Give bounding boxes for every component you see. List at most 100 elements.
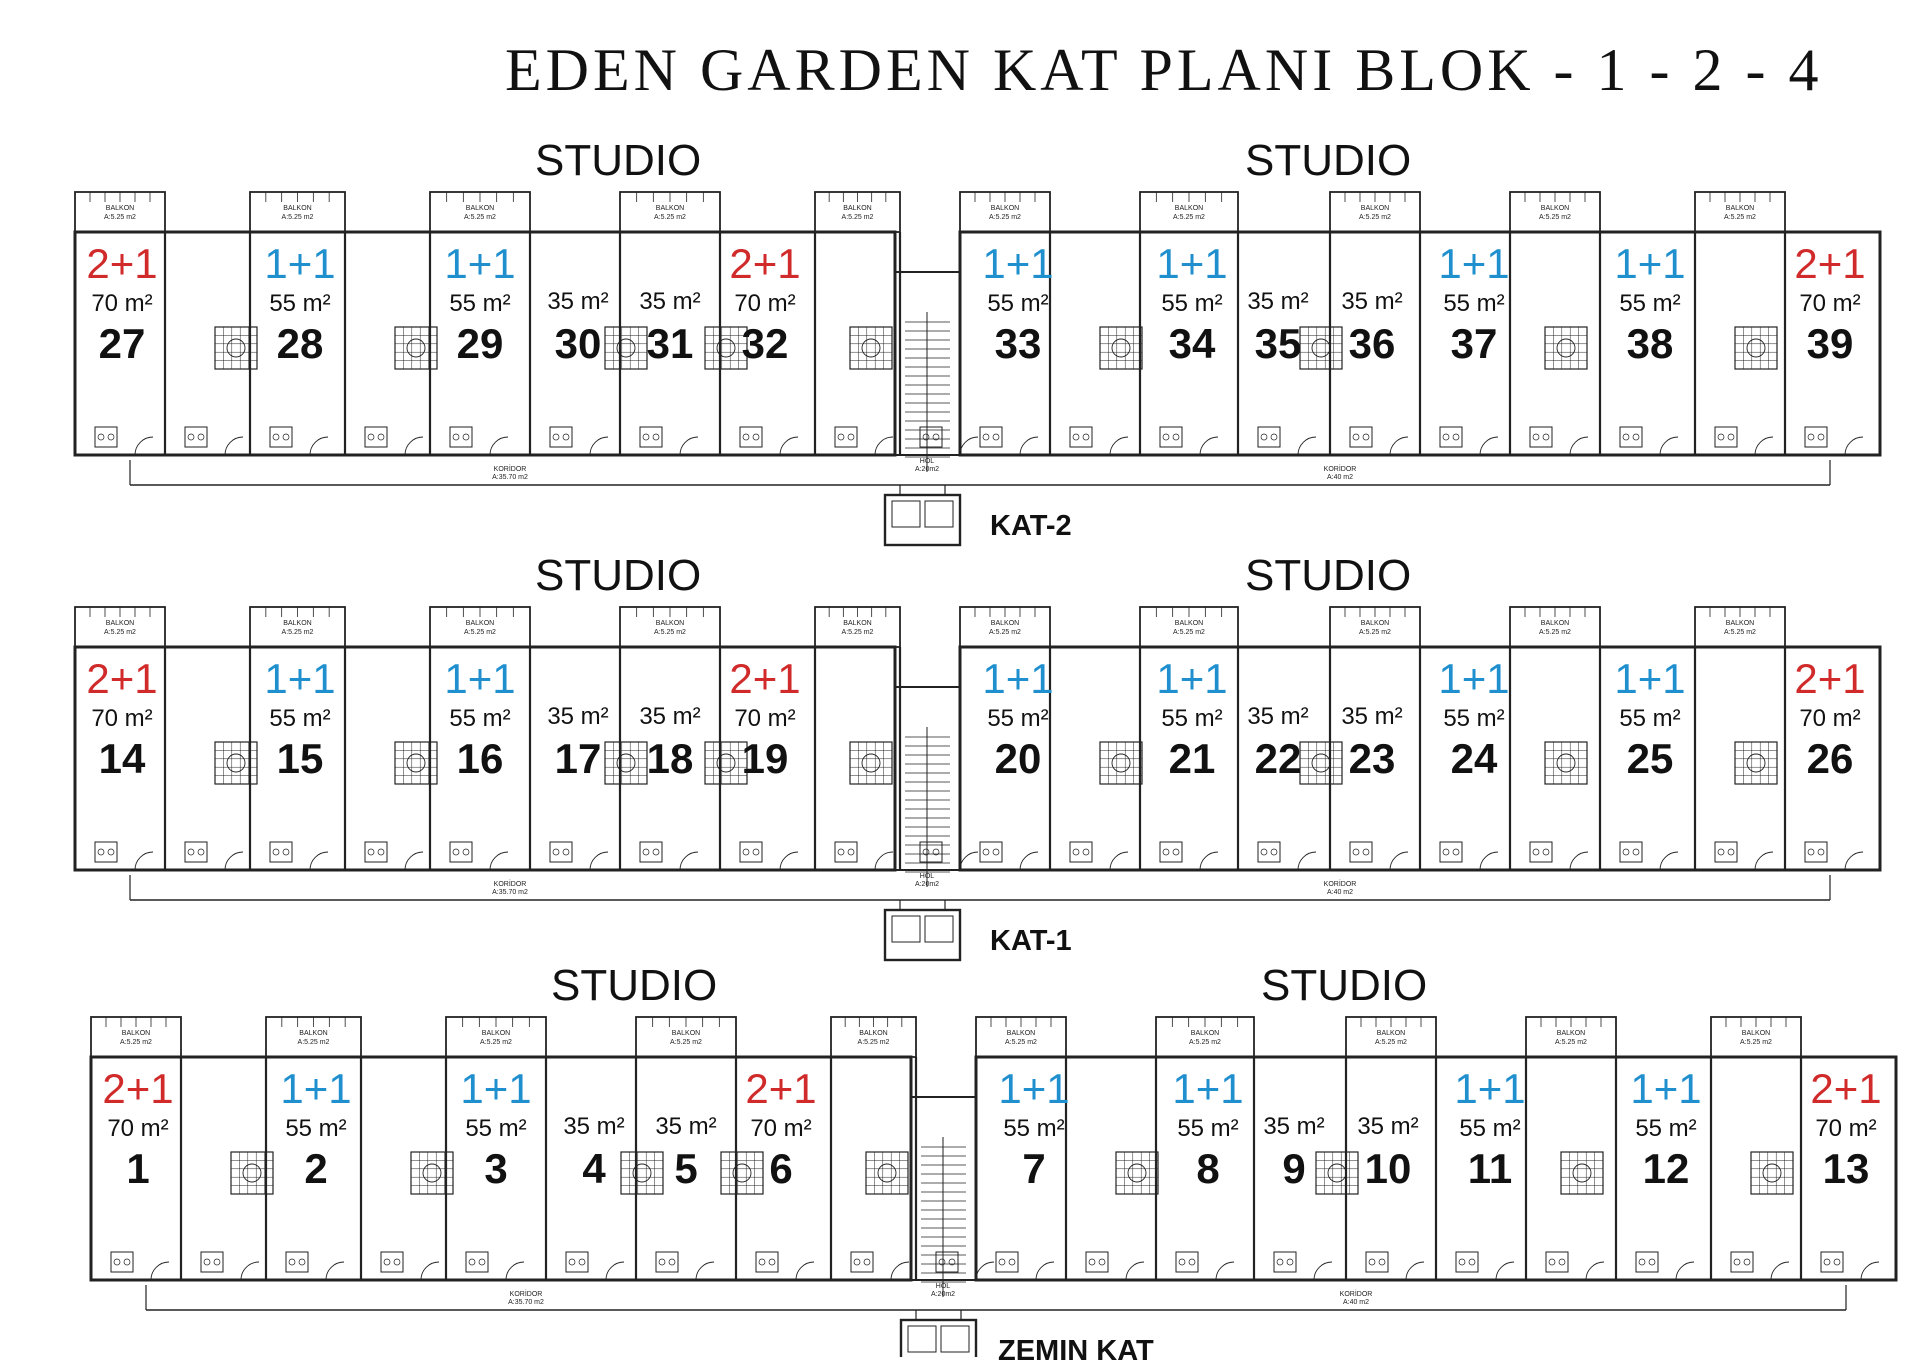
unit-type-label: 1+1 xyxy=(982,240,1054,287)
unit-number-label: 13 xyxy=(1822,1145,1870,1192)
balcony-area-label: A:5.25 m2 xyxy=(1359,629,1391,636)
balcony-area-label: A:5.25 m2 xyxy=(464,629,496,636)
corridor-label: KORİDOR xyxy=(1340,1289,1373,1298)
balcony-label: BALKON xyxy=(991,620,1019,627)
unit-type-label: 1+1 xyxy=(1156,240,1228,287)
hall-label: HOL xyxy=(920,873,935,880)
unit-type-label: 1+1 xyxy=(280,1065,352,1112)
balcony-label: BALKON xyxy=(1541,205,1569,212)
unit-type-label: 1+1 xyxy=(444,655,516,702)
corridor-label: KORİDOR xyxy=(494,464,527,473)
balcony-area-label: A:5.25 m2 xyxy=(1173,629,1205,636)
unit-area-label: 70 m² xyxy=(107,1115,169,1142)
unit-area-label: 70 m² xyxy=(1799,705,1861,732)
corridor-label: KORİDOR xyxy=(510,1289,543,1298)
corridor-area-label: A:40 m2 xyxy=(1327,889,1353,896)
balcony-area-label: A:5.25 m2 xyxy=(989,629,1021,636)
balcony-area-label: A:5.25 m2 xyxy=(104,629,136,636)
studio-heading: STUDIO xyxy=(1261,961,1428,1010)
balcony-area-label: A:5.25 m2 xyxy=(1724,214,1756,221)
balcony-area-label: A:5.25 m2 xyxy=(282,629,314,636)
unit-type-label: 2+1 xyxy=(1810,1065,1882,1112)
unit-type-label: 1+1 xyxy=(1172,1065,1244,1112)
corridor-area-label: A:40 m2 xyxy=(1343,1299,1369,1306)
floor-label: KAT-1 xyxy=(990,925,1072,957)
unit-area-label: 35 m² xyxy=(547,703,609,730)
unit-area-label: 35 m² xyxy=(639,703,701,730)
unit-area-label: 35 m² xyxy=(547,288,609,315)
balcony-label: BALKON xyxy=(1361,205,1389,212)
balcony-label: BALKON xyxy=(1361,620,1389,627)
balcony-area-label: A:5.25 m2 xyxy=(120,1039,152,1046)
hall-area-label: A:20m2 xyxy=(931,1291,955,1298)
unit-type-label: 1+1 xyxy=(264,655,336,702)
page-title: EDEN GARDEN KAT PLANI BLOK - 1 - 2 - 4 xyxy=(505,37,1823,103)
unit-number-label: 9 xyxy=(1282,1145,1306,1192)
unit-number-label: 26 xyxy=(1806,735,1854,782)
studio-heading: STUDIO xyxy=(535,551,702,600)
balcony-area-label: A:5.25 m2 xyxy=(842,214,874,221)
floor-2: STUDIO STUDIO BALKON A:5.25 m2 BALKON A:5.25 … xyxy=(0,0,1920,962)
unit-type-label: 1+1 xyxy=(982,655,1054,702)
unit-number-label: 39 xyxy=(1806,320,1854,367)
unit-number-label: 20 xyxy=(994,735,1042,782)
balcony-area-label: A:5.25 m2 xyxy=(842,629,874,636)
unit-type-label: 2+1 xyxy=(1794,655,1866,702)
balcony-label: BALKON xyxy=(283,620,311,627)
unit-area-label: 70 m² xyxy=(750,1115,812,1142)
unit-type-label: 2+1 xyxy=(729,655,801,702)
balcony-area-label: A:5.25 m2 xyxy=(282,214,314,221)
balcony-area-label: A:5.25 m2 xyxy=(1189,1039,1221,1046)
corridor-label: KORİDOR xyxy=(1324,464,1357,473)
hall-area-label: A:20m2 xyxy=(915,466,939,473)
balcony-label: BALKON xyxy=(656,620,684,627)
floor-label: ZEMIN KAT xyxy=(998,1335,1154,1367)
corridor-area-label: A:35.70 m2 xyxy=(492,889,528,896)
balcony-label: BALKON xyxy=(106,205,134,212)
unit-area-label: 55 m² xyxy=(1619,705,1681,732)
unit-area-label: 35 m² xyxy=(563,1113,625,1140)
balcony-area-label: A:5.25 m2 xyxy=(654,214,686,221)
unit-number-label: 17 xyxy=(554,735,602,782)
studio-heading: STUDIO xyxy=(535,136,702,185)
balcony-area-label: A:5.25 m2 xyxy=(1359,214,1391,221)
balcony-area-label: A:5.25 m2 xyxy=(298,1039,330,1046)
balcony-label: BALKON xyxy=(1175,205,1203,212)
unit-type-label: 2+1 xyxy=(745,1065,817,1112)
unit-number-label: 18 xyxy=(646,735,694,782)
balcony-label: BALKON xyxy=(843,620,871,627)
unit-type-label: 1+1 xyxy=(264,240,336,287)
unit-number-label: 14 xyxy=(98,735,146,782)
unit-number-label: 31 xyxy=(646,320,694,367)
unit-type-label: 1+1 xyxy=(1454,1065,1526,1112)
balcony-label: BALKON xyxy=(1175,620,1203,627)
balcony-area-label: A:5.25 m2 xyxy=(1375,1039,1407,1046)
unit-area-label: 55 m² xyxy=(1635,1115,1697,1142)
corridor-label: KORİDOR xyxy=(1324,879,1357,888)
unit-area-label: 55 m² xyxy=(449,290,511,317)
unit-number-label: 27 xyxy=(98,320,146,367)
unit-area-label: 55 m² xyxy=(1161,705,1223,732)
balcony-area-label: A:5.25 m2 xyxy=(480,1039,512,1046)
balcony-label: BALKON xyxy=(991,205,1019,212)
unit-area-label: 55 m² xyxy=(1161,290,1223,317)
balcony-area-label: A:5.25 m2 xyxy=(1539,629,1571,636)
unit-number-label: 33 xyxy=(994,320,1042,367)
unit-area-label: 70 m² xyxy=(1815,1115,1877,1142)
unit-number-label: 32 xyxy=(741,320,789,367)
unit-number-label: 8 xyxy=(1196,1145,1220,1192)
unit-area-label: 55 m² xyxy=(1443,705,1505,732)
balcony-label: BALKON xyxy=(672,1030,700,1037)
unit-area-label: 55 m² xyxy=(285,1115,347,1142)
unit-number-label: 3 xyxy=(484,1145,508,1192)
unit-type-label: 2+1 xyxy=(102,1065,174,1112)
balcony-area-label: A:5.25 m2 xyxy=(1539,214,1571,221)
hall-label: HOL xyxy=(920,458,935,465)
balcony-label: BALKON xyxy=(656,205,684,212)
unit-area-label: 35 m² xyxy=(1247,703,1309,730)
unit-area-label: 35 m² xyxy=(655,1113,717,1140)
